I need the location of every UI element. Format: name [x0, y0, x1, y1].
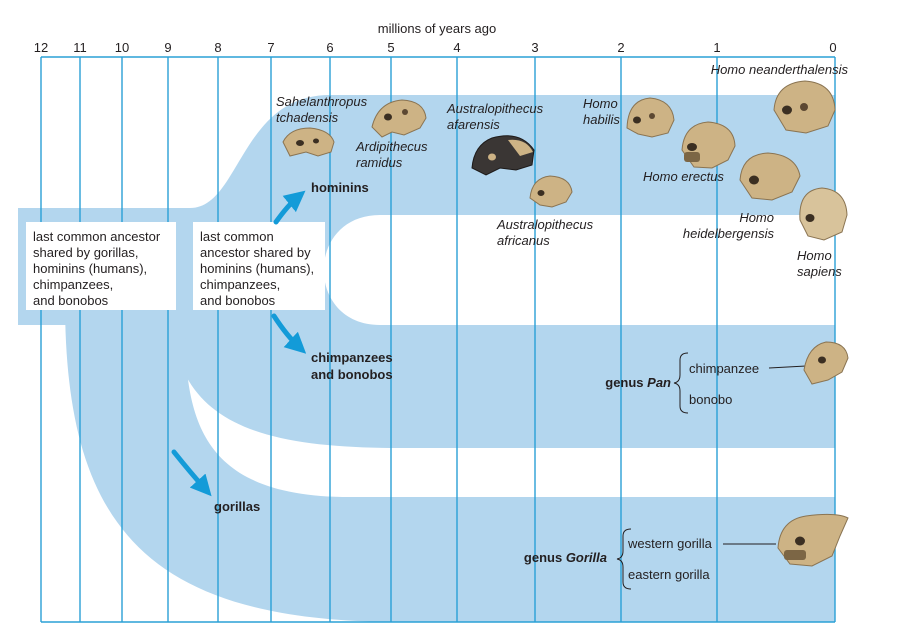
branch-arrows — [171, 190, 307, 497]
skull-africanus-image — [529, 175, 573, 208]
skull-chimpanzee-image — [803, 341, 849, 385]
tick-label: 2 — [617, 40, 624, 55]
tick-label: 8 — [214, 40, 221, 55]
skull-gorilla-image — [777, 513, 849, 567]
branch-label-chimps-line1: chimpanzees — [311, 350, 393, 365]
skull-afarensis-image — [471, 135, 535, 176]
ancestor-label-bg — [26, 222, 176, 310]
genus-prefix: genus — [524, 550, 566, 565]
skull-heidelbergensis-image — [739, 152, 801, 201]
tick-label: 0 — [829, 40, 836, 55]
tick-label: 5 — [387, 40, 394, 55]
bracket-brace — [673, 352, 689, 414]
skull-illustrations — [282, 80, 849, 567]
species-heidelbergensis-line2: heidelbergensis — [683, 226, 775, 241]
member-chimpanzee: chimpanzee — [689, 361, 759, 376]
species-sapiens-line1: Homo — [797, 248, 832, 263]
tick-label: 3 — [531, 40, 538, 55]
ancestor-label-gorillas: last common ancestor shared by gorillas,… — [33, 229, 161, 308]
ancestor-text-line: ancestor shared by — [200, 245, 311, 260]
chimp-band — [18, 300, 835, 448]
leader-line — [768, 365, 807, 369]
gorilla-band — [18, 300, 835, 622]
member-western-gorilla: western gorilla — [627, 536, 713, 551]
member-eastern-gorilla: eastern gorilla — [628, 567, 710, 582]
tick-label: 11 — [73, 40, 87, 55]
species-africanus-line2: africanus — [497, 233, 550, 248]
arrow-to-hominins — [273, 190, 306, 225]
tick-label: 12 — [34, 40, 48, 55]
ancestor-text-line: shared by gorillas, — [33, 245, 139, 260]
tick-label: 10 — [115, 40, 129, 55]
time-grid — [40, 56, 836, 623]
genus-pan-label: genus Pan — [605, 375, 671, 390]
arrow-to-chimps — [271, 313, 307, 354]
arrow-to-gorillas — [171, 449, 212, 497]
tick-label: 9 — [164, 40, 171, 55]
tick-label: 4 — [453, 40, 460, 55]
ancestor-text-line: and bonobos — [200, 293, 276, 308]
branch-label-gorillas: gorillas — [214, 499, 260, 514]
species-sahelanthropus-line1: Sahelanthropus — [276, 94, 368, 109]
ancestor-text-line: last common — [200, 229, 274, 244]
genus-gorilla-group: genus Gorilla western gorilla eastern go… — [524, 528, 776, 590]
skull-sapiens-image — [799, 187, 848, 241]
species-labels: Sahelanthropus tchadensis Ardipithecus r… — [276, 62, 848, 279]
species-afarensis-line1: Australopithecus — [446, 101, 544, 116]
axis-title: millions of years ago — [378, 21, 497, 36]
ancestor-label-chimps: last common ancestor shared by hominins … — [200, 229, 314, 308]
genus-gorilla-label: genus Gorilla — [524, 550, 607, 565]
species-sahelanthropus-line2: tchadensis — [276, 110, 339, 125]
tick-label: 7 — [267, 40, 274, 55]
species-habilis-line2: habilis — [583, 112, 620, 127]
genus-pan-group: genus Pan chimpanzee bonobo — [605, 352, 807, 414]
genus-name: Pan — [647, 375, 671, 390]
species-afarensis-line2: afarensis — [447, 117, 500, 132]
species-africanus-line1: Australopithecus — [496, 217, 594, 232]
ancestor-text-line: hominins (humans), — [200, 261, 314, 276]
tick-label: 1 — [713, 40, 720, 55]
species-heidelbergensis-line1: Homo — [739, 210, 774, 225]
species-erectus: Homo erectus — [643, 169, 724, 184]
ancestor-text-line: last common ancestor — [33, 229, 161, 244]
species-habilis-line1: Homo — [583, 96, 618, 111]
ancestor-text-line: chimpanzees, — [33, 277, 113, 292]
skull-ardipithecus-image — [371, 99, 427, 138]
skull-sahelanthropus-image — [282, 127, 335, 157]
branch-label-chimps-line2: and bonobos — [311, 367, 393, 382]
member-bonobo: bonobo — [689, 392, 732, 407]
genus-prefix: genus — [605, 375, 647, 390]
species-sapiens-line2: sapiens — [797, 264, 842, 279]
branch-label-hominins: hominins — [311, 180, 369, 195]
species-neanderthalensis: Homo neanderthalensis — [711, 62, 849, 77]
species-ardipithecus-line2: ramidus — [356, 155, 403, 170]
tick-labels: 12 11 10 9 8 7 6 5 4 3 2 1 0 — [34, 40, 837, 55]
ancestor-label-bg — [193, 222, 325, 310]
ancestor-text-line: chimpanzees, — [200, 277, 280, 292]
bracket-brace — [616, 528, 632, 590]
ancestor-text-line: and bonobos — [33, 293, 109, 308]
skull-habilis-image — [626, 97, 675, 138]
genus-name: Gorilla — [566, 550, 607, 565]
skull-erectus-image — [681, 121, 736, 169]
tick-label: 6 — [326, 40, 333, 55]
species-ardipithecus-line1: Ardipithecus — [355, 139, 428, 154]
ancestor-text-line: hominins (humans), — [33, 261, 147, 276]
skull-neanderthalensis-image — [773, 80, 836, 134]
